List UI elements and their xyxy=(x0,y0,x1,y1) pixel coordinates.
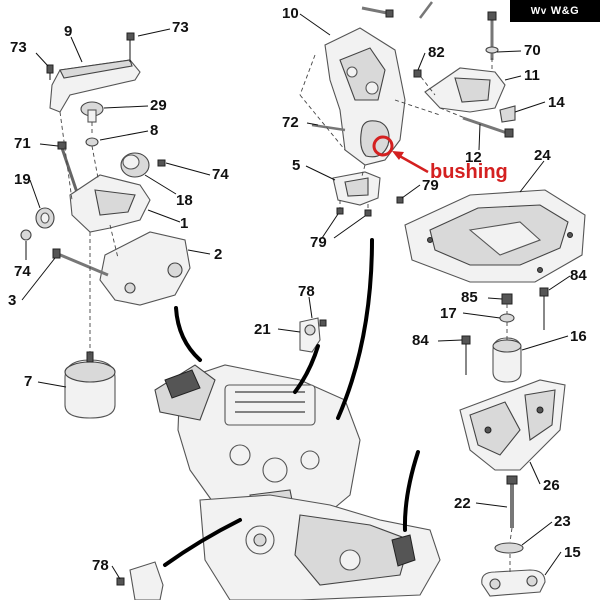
label-12: 12 xyxy=(465,149,482,166)
label-85: 85 xyxy=(461,289,478,306)
part-85-nut xyxy=(501,293,513,305)
label-70: 70 xyxy=(524,42,541,59)
part-11-mount-arm xyxy=(424,67,506,113)
part-74-nut-right xyxy=(157,159,166,167)
part-15-torque-rod xyxy=(481,569,546,597)
label-8: 8 xyxy=(150,122,158,139)
part-18-bushing xyxy=(120,152,150,178)
part-22-stud xyxy=(506,475,518,528)
part-79-bolts xyxy=(336,196,404,217)
label-79-right: 79 xyxy=(422,177,439,194)
part-2-engine-mount xyxy=(99,231,191,306)
part-26-gearbox-bracket xyxy=(459,379,566,471)
bushing-arrow xyxy=(392,151,429,174)
brand-mark: Wv xyxy=(530,5,547,17)
label-21: 21 xyxy=(254,321,271,338)
label-79-bottom: 79 xyxy=(310,234,327,251)
part-12-long-bolt xyxy=(462,116,514,138)
label-73-right: 73 xyxy=(172,19,189,36)
part-84-bolt-top xyxy=(539,287,549,330)
engine-block xyxy=(154,364,361,526)
leader-lines xyxy=(21,13,571,580)
label-17: 17 xyxy=(440,305,457,322)
label-2: 2 xyxy=(214,246,222,263)
bracket-10-top-bolts xyxy=(361,1,433,19)
part-14-clip xyxy=(499,105,516,123)
label-9: 9 xyxy=(64,23,72,40)
part-73-bolt-right xyxy=(126,32,135,62)
part-78-bracket xyxy=(116,561,164,600)
label-73-left: 73 xyxy=(10,39,27,56)
label-72: 72 xyxy=(282,114,299,131)
label-71: 71 xyxy=(14,135,31,152)
part-19-bushing xyxy=(35,207,55,229)
gearbox-block xyxy=(199,494,441,600)
part-16-mount xyxy=(492,337,522,383)
part-24-battery-tray xyxy=(404,189,586,283)
part-29-rubber-stop xyxy=(80,101,104,123)
part-23-washer xyxy=(494,542,524,554)
brand-watermark: Wv W&G xyxy=(510,0,600,22)
label-10: 10 xyxy=(282,5,299,22)
label-11: 11 xyxy=(524,67,540,84)
part-8-washer xyxy=(85,137,99,147)
label-78-bottom: 78 xyxy=(92,557,109,574)
label-7: 7 xyxy=(24,373,32,390)
label-19: 19 xyxy=(14,171,31,188)
label-84-left: 84 xyxy=(412,332,429,349)
part-73-bolt-left xyxy=(46,64,54,80)
label-22: 22 xyxy=(454,495,471,512)
label-15: 15 xyxy=(564,544,581,561)
label-26: 26 xyxy=(543,477,560,494)
part-10-engine-bracket xyxy=(324,27,406,166)
part-5-small-bracket xyxy=(332,171,381,206)
label-16: 16 xyxy=(570,328,587,345)
bushing-highlight xyxy=(372,135,394,157)
part-1-support-bracket xyxy=(69,174,151,233)
label-84-right: 84 xyxy=(570,267,587,284)
label-1: 1 xyxy=(180,215,188,232)
label-24: 24 xyxy=(534,147,551,164)
label-74-left: 74 xyxy=(14,263,31,280)
part-9-upper-bracket xyxy=(49,59,141,113)
label-23: 23 xyxy=(554,513,571,530)
part-84-bolt-left xyxy=(461,335,471,375)
part-72-bolt xyxy=(311,123,346,132)
connector-lines xyxy=(163,238,420,567)
part-7-hydraulic-mount xyxy=(64,351,116,419)
brand-name: W&G xyxy=(550,5,580,17)
label-29: 29 xyxy=(150,97,167,114)
part-21-lifting-eye xyxy=(299,317,327,353)
label-18: 18 xyxy=(176,192,193,209)
label-5: 5 xyxy=(292,157,300,174)
part-74-nut-left xyxy=(20,229,32,241)
label-78-top: 78 xyxy=(298,283,315,300)
part-3-bolt xyxy=(52,248,109,277)
label-74-right: 74 xyxy=(212,166,229,183)
bushing-annotation: bushing xyxy=(430,161,508,183)
label-3: 3 xyxy=(8,292,16,309)
part-17-washer xyxy=(499,313,515,323)
label-14: 14 xyxy=(548,94,565,111)
part-70-stud xyxy=(485,11,499,60)
part-82-nut xyxy=(413,69,422,78)
label-82: 82 xyxy=(428,44,445,61)
